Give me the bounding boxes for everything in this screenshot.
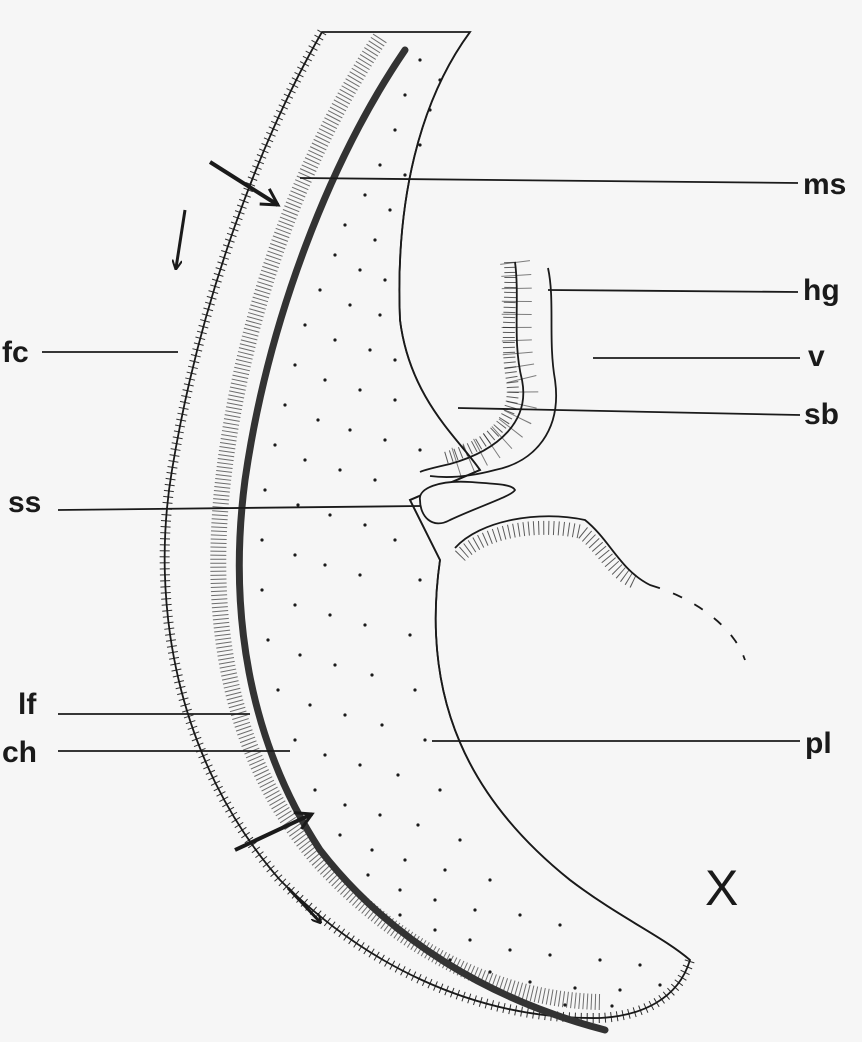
label-hg: hg — [803, 274, 840, 307]
lower-lobe-fringe — [460, 528, 635, 582]
label-pl: pl — [805, 727, 832, 760]
label-ch: ch — [2, 736, 37, 769]
label-sb: sb — [804, 398, 839, 431]
label-ms: ms — [803, 168, 846, 201]
panel-letter: X — [705, 860, 738, 916]
hindgut-fringe — [445, 262, 513, 458]
label-lf: lf — [18, 688, 37, 721]
leader-hg — [548, 290, 798, 292]
arrow-upper-small — [176, 210, 185, 268]
lower-lobe-edge — [455, 516, 745, 660]
label-fc: fc — [2, 336, 29, 369]
label-v: v — [808, 340, 825, 373]
sac-structure — [420, 482, 515, 524]
label-ss: ss — [8, 486, 41, 519]
lower-lobe-dashed — [660, 588, 745, 660]
